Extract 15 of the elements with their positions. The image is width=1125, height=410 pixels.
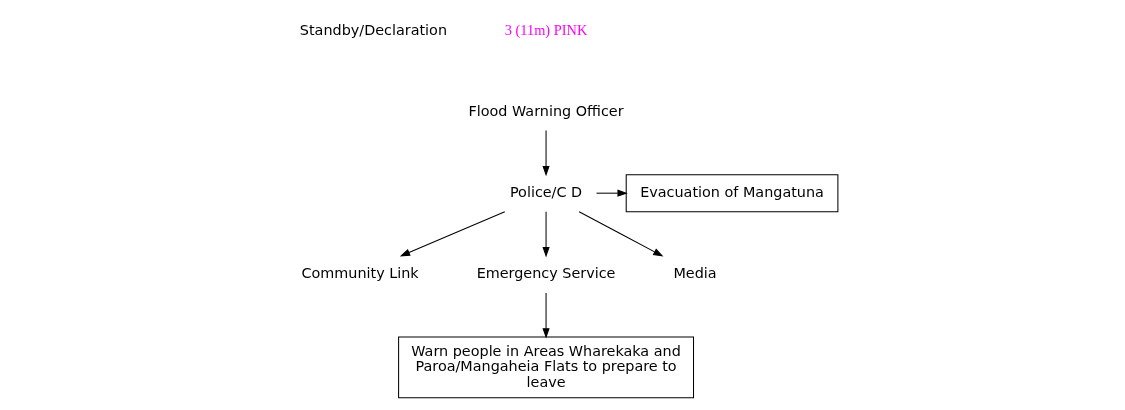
arrow: [578, 211, 664, 257]
arrow: [542, 211, 550, 258]
node-box: Evacuation of Mangatuna: [625, 174, 839, 213]
arrow: [596, 189, 628, 197]
label: Standby/Declaration: [299, 21, 447, 38]
node-box: Warn people in Areas Wharekaka and Paroa/Mangaheia Flats to prepare to leave: [398, 336, 695, 399]
node-text: Emergency Service: [476, 265, 616, 282]
arrow: [542, 292, 550, 339]
arrow: [542, 130, 550, 177]
label: 3 (11m) PINK: [504, 21, 588, 38]
node-text: Flood Warning Officer: [468, 102, 624, 119]
arrow: [399, 211, 506, 257]
node-text: Community Link: [301, 265, 419, 282]
node-text: Media: [673, 265, 717, 282]
node-text: Police/C D: [509, 183, 583, 200]
